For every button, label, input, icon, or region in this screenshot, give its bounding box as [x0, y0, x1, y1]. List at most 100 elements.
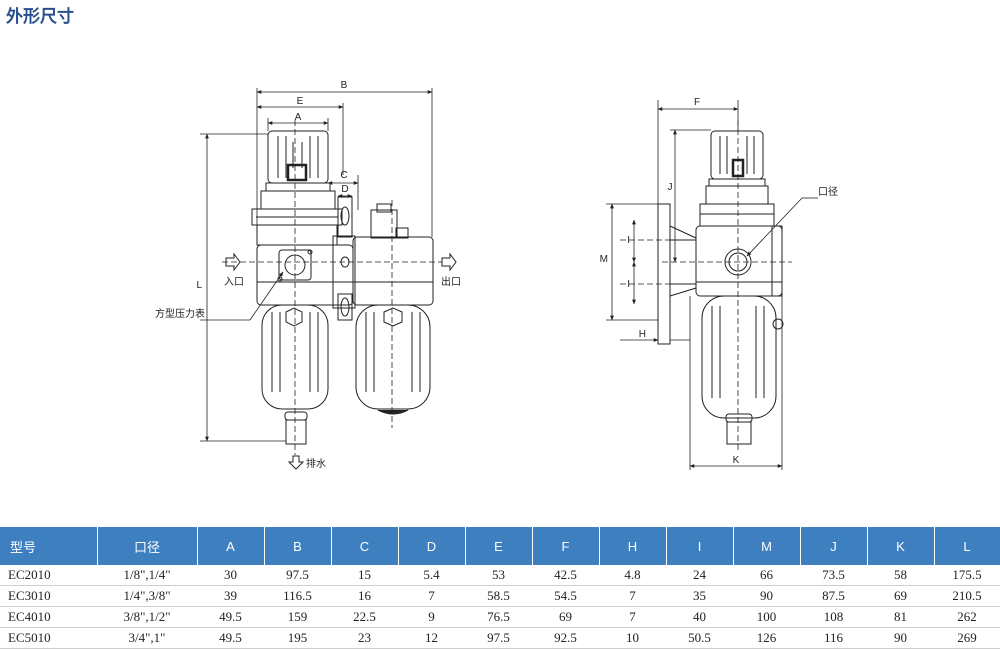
- header-cell: A: [197, 527, 265, 565]
- table-cell: 54.5: [532, 585, 599, 607]
- dim-label-M: M: [600, 254, 608, 265]
- dim-label-I-top: I: [627, 235, 630, 246]
- dim-label-C: C: [340, 170, 347, 181]
- dim-label-J: J: [668, 182, 673, 193]
- table-cell: 24: [666, 565, 733, 586]
- table-cell: 7: [599, 606, 666, 628]
- table-cell: 195: [264, 627, 331, 649]
- side-bowl: [701, 295, 777, 419]
- table-cell: EC5010: [0, 627, 97, 649]
- drain-arrow-icon: [287, 455, 305, 470]
- table-cell: 39: [197, 585, 264, 607]
- table-cell: 175.5: [934, 565, 1000, 586]
- header-cell: C: [331, 527, 399, 565]
- table-row: EC5010 3/4",1" 49.5 195 23 12 97.5 92.5 …: [0, 627, 1000, 649]
- table-cell: 69: [867, 585, 934, 607]
- table-cell: 22.5: [331, 606, 398, 628]
- table-cell: 3/8",1/2": [97, 606, 197, 628]
- table-cell: 30: [197, 565, 264, 586]
- inlet-label: 入口: [224, 277, 244, 288]
- dim-label-L: L: [196, 280, 202, 291]
- table-cell: 108: [800, 606, 867, 628]
- mounting-bracket: [657, 203, 671, 345]
- dim-label-B: B: [341, 80, 348, 91]
- lubricator-body: [352, 236, 434, 306]
- table-cell: 66: [733, 565, 800, 586]
- table-cell: 10: [599, 627, 666, 649]
- table-cell: 100: [733, 606, 800, 628]
- table-cell: 40: [666, 606, 733, 628]
- table-cell: 49.5: [197, 606, 264, 628]
- side-regulator-knob: [710, 130, 764, 180]
- table-row: EC3010 1/4",3/8" 39 116.5 16 7 58.5 54.5…: [0, 585, 1000, 607]
- dim-label-H: H: [639, 329, 646, 340]
- table-cell: 49.5: [197, 627, 264, 649]
- dim-label-E: E: [297, 96, 304, 107]
- table-cell: 5.4: [398, 565, 465, 586]
- lubricator-bowl: [355, 304, 431, 410]
- dimension-table: 型号 口径 A B C D E F H I M J K L EC2010 1/8…: [0, 527, 1000, 649]
- table-cell: 3/4",1": [97, 627, 197, 649]
- table-cell: 87.5: [800, 585, 867, 607]
- header-cell: H: [599, 527, 667, 565]
- table-cell: 16: [331, 585, 398, 607]
- drain-label: 排水: [306, 457, 326, 470]
- header-cell: D: [398, 527, 466, 565]
- table-cell: 35: [666, 585, 733, 607]
- table-cell: 90: [867, 627, 934, 649]
- table-cell: EC3010: [0, 585, 97, 607]
- table-cell: 53: [465, 565, 532, 586]
- table-cell: 126: [733, 627, 800, 649]
- table-cell: 7: [398, 585, 465, 607]
- regulator-knob: [267, 130, 329, 184]
- table-cell: 12: [398, 627, 465, 649]
- table-cell: 23: [331, 627, 398, 649]
- table-header-row: 型号 口径 A B C D E F H I M J K L: [0, 527, 1000, 565]
- table-cell: 159: [264, 606, 331, 628]
- dim-label-I-bottom: I: [627, 279, 630, 290]
- table-cell: EC2010: [0, 565, 97, 586]
- table-cell: 42.5: [532, 565, 599, 586]
- dimension-drawing: B E A C D L 入口 出口 方型压力表 排水: [155, 80, 838, 470]
- table-cell: 9: [398, 606, 465, 628]
- table-cell: 58.5: [465, 585, 532, 607]
- header-cell: 口径: [97, 527, 198, 565]
- table-row: EC4010 3/8",1/2" 49.5 159 22.5 9 76.5 69…: [0, 606, 1000, 628]
- header-cell: J: [800, 527, 868, 565]
- header-cell: 型号: [0, 527, 98, 565]
- table-cell: 210.5: [934, 585, 1000, 607]
- outlet-arrow-icon: [441, 252, 457, 272]
- table-cell: 58: [867, 565, 934, 586]
- header-cell: E: [465, 527, 533, 565]
- inlet-arrow-icon: [225, 252, 241, 272]
- outlet-label: 出口: [441, 275, 461, 288]
- table-cell: 116.5: [264, 585, 331, 607]
- table-cell: 73.5: [800, 565, 867, 586]
- table-cell: 15: [331, 565, 398, 586]
- table-cell: 92.5: [532, 627, 599, 649]
- filter-regulator-body: [256, 244, 354, 306]
- table-cell: 90: [733, 585, 800, 607]
- header-cell: L: [934, 527, 1000, 565]
- dim-label-K: K: [733, 455, 740, 466]
- table-cell: 76.5: [465, 606, 532, 628]
- header-cell: M: [733, 527, 801, 565]
- table-cell: 269: [934, 627, 1000, 649]
- table-cell: 1/4",3/8": [97, 585, 197, 607]
- table-cell: 4.8: [599, 565, 666, 586]
- table-cell: 50.5: [666, 627, 733, 649]
- gauge-label: 方型压力表: [155, 307, 205, 320]
- side-view-labels: F J M I I H K 口径: [600, 97, 838, 466]
- table-cell: EC4010: [0, 606, 97, 628]
- header-cell: B: [264, 527, 332, 565]
- side-body: [695, 225, 783, 297]
- table-cell: 1/8",1/4": [97, 565, 197, 586]
- front-view: [200, 88, 457, 470]
- dim-label-D: D: [341, 184, 348, 195]
- page-title: 外形尺寸: [6, 7, 74, 26]
- table-cell: 97.5: [264, 565, 331, 586]
- table-cell: 69: [532, 606, 599, 628]
- header-cell: F: [532, 527, 600, 565]
- table-cell: 97.5: [465, 627, 532, 649]
- dim-label-F: F: [694, 97, 700, 108]
